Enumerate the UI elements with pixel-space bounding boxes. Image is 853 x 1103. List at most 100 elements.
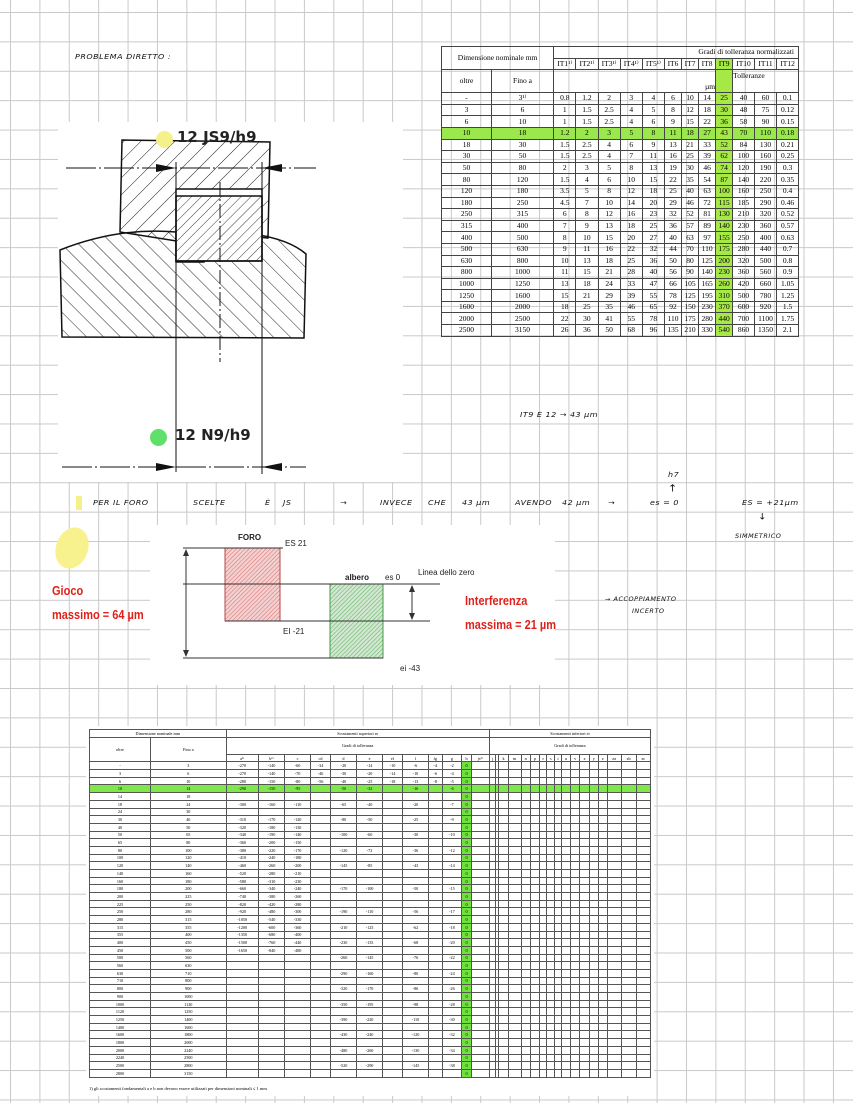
dev-header-dimension: Dimensione nominale mm: [89, 729, 227, 738]
table-cell: [382, 1007, 403, 1017]
table-cell: [470, 899, 490, 909]
table-cell: [401, 1038, 430, 1047]
table-cell: [560, 930, 572, 940]
table-cell: [597, 892, 608, 901]
table-cell: [606, 999, 622, 1009]
table-cell: [546, 876, 556, 886]
table-cell: [539, 1022, 548, 1032]
table-cell: [546, 784, 556, 794]
table-cell: [529, 761, 541, 771]
table-cell: 14: [88, 792, 152, 801]
table-cell: -10: [401, 769, 430, 778]
table-cell: -20: [441, 938, 463, 947]
table-cell: [498, 1015, 509, 1024]
table-cell: [539, 1045, 548, 1055]
table-cell: 0: [461, 799, 472, 809]
table-cell: [520, 1045, 531, 1055]
table-cell: [498, 915, 509, 924]
table-cell: [579, 945, 590, 955]
table-cell: 40: [681, 184, 700, 198]
table-cell: [560, 853, 572, 863]
table-cell: 2240: [88, 1053, 152, 1063]
table-cell: [620, 845, 637, 855]
table-cell: 30: [150, 807, 227, 817]
table-cell: 0: [461, 999, 472, 1009]
table-cell: [579, 769, 590, 778]
table-cell: [507, 907, 522, 917]
table-cell: [606, 930, 622, 940]
table-cell: 6: [88, 776, 152, 786]
table-cell: 290: [753, 196, 778, 210]
table-cell: -32: [441, 1030, 463, 1040]
table-cell: -840: [257, 945, 286, 955]
table-cell: 44: [663, 242, 683, 256]
table-cell: [382, 992, 403, 1001]
table-cell: [588, 1022, 599, 1032]
table-cell: 140: [715, 219, 734, 233]
table-cell: -76: [401, 953, 430, 963]
grade-header: IT8: [698, 57, 717, 71]
table-cell: [620, 769, 637, 778]
table-cell: 315: [150, 915, 227, 924]
table-cell: [597, 1068, 608, 1078]
table-cell: [428, 869, 443, 878]
table-cell: -410: [225, 853, 259, 863]
table-cell: 560: [150, 953, 227, 963]
table-cell: 100: [88, 853, 152, 863]
table-cell: [470, 953, 490, 963]
table-cell: 0: [461, 815, 472, 824]
table-cell: 140: [88, 869, 152, 878]
table-cell: [382, 961, 403, 970]
table-cell: [546, 807, 556, 817]
table-cell: -80: [401, 968, 430, 978]
table-cell: [507, 1022, 522, 1032]
handwritten-simmetrico: SIMMETRICO: [735, 532, 782, 540]
table-cell: [470, 961, 490, 970]
table-cell: [498, 1045, 509, 1055]
grade-header: IT1¹⁾: [553, 57, 577, 71]
table-cell: [546, 1061, 556, 1070]
table-cell: -330: [284, 915, 312, 924]
table-cell: -100: [356, 884, 384, 894]
table-cell: [382, 999, 403, 1009]
table-cell: 780: [753, 289, 778, 302]
table-cell: [606, 1053, 622, 1063]
table-cell: [520, 830, 531, 840]
table-cell: [382, 976, 403, 986]
table-cell: [284, 1038, 312, 1047]
table-cell: [382, 915, 403, 924]
dev-header-lower: Scostamenti inferiori ei: [488, 729, 652, 738]
table-cell: [539, 899, 548, 909]
table-cell: [529, 892, 541, 901]
table-cell: [382, 1068, 403, 1078]
table-cell: [470, 984, 490, 993]
table-cell: [329, 853, 358, 863]
table-cell: [539, 845, 548, 855]
table-cell: [560, 1030, 572, 1040]
table-cell: 2500: [150, 1053, 227, 1063]
table-cell: [546, 1030, 556, 1040]
table-cell: [401, 992, 430, 1001]
table-cell: 6: [150, 769, 227, 778]
table-cell: [560, 899, 572, 909]
table-cell: [470, 992, 490, 1001]
deviation-table-footnote: 1) gli scostamenti fondamentali a e b no…: [89, 1086, 267, 1091]
table-cell: 225: [150, 892, 227, 901]
table-cell: [529, 799, 541, 809]
table-cell: [539, 792, 548, 801]
table-cell: [606, 799, 622, 809]
table-cell: 46: [698, 161, 717, 175]
table-cell: -660: [225, 884, 259, 894]
table-cell: [529, 1053, 541, 1063]
table-cell: [635, 953, 652, 963]
table-cell: [579, 1068, 590, 1078]
table-cell: [356, 992, 384, 1001]
table-cell: [382, 1038, 403, 1047]
table-cell: [539, 822, 548, 832]
deviation-col-header: ef: [382, 753, 403, 763]
table-cell: [520, 853, 531, 863]
